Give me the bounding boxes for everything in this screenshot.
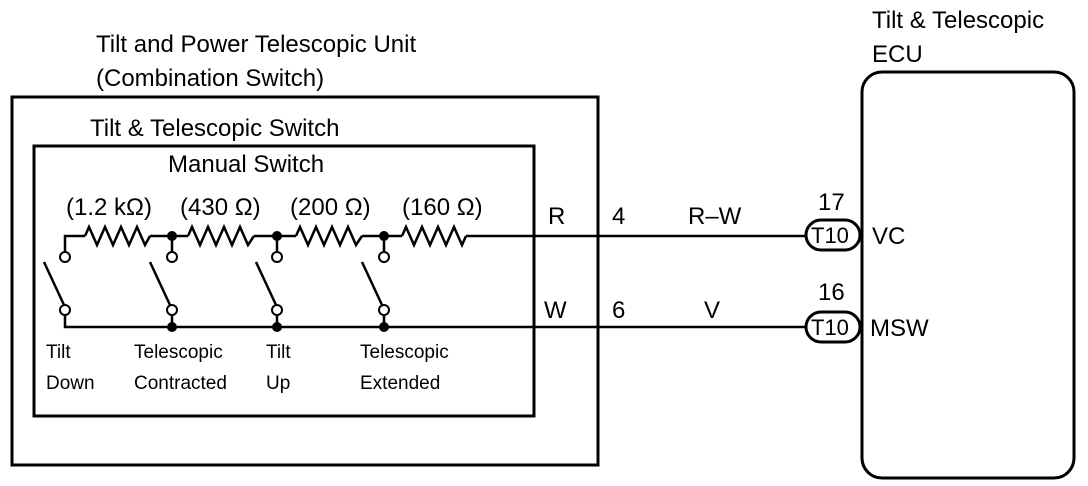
terminal-label: R (548, 203, 565, 230)
resistor-3 (294, 223, 364, 249)
ecu-pin-number: 17 (818, 189, 845, 216)
switch-label: Tilt (266, 342, 291, 363)
ecu-pin-number: 16 (818, 279, 845, 306)
manual-switch-box (32, 144, 536, 418)
connector-t10 (804, 218, 862, 252)
ecu-box (860, 70, 1076, 480)
switch-blades (42, 261, 384, 306)
upper-contacts (59, 236, 390, 263)
switch-label: Contracted (134, 373, 227, 394)
terminal-label: W (544, 297, 567, 324)
unit-subtitle: (Combination Switch) (96, 65, 324, 92)
ecu-title: Tilt & Telescopic (872, 7, 1044, 34)
connector-label: T10 (811, 315, 849, 340)
resistor-value: (160 Ω) (402, 194, 483, 221)
manual-switch-title: Manual Switch (168, 151, 324, 178)
switch-label: Telescopic (134, 342, 223, 363)
connector-t10 (804, 310, 862, 344)
w-line (63, 315, 808, 329)
resistor-4 (400, 223, 468, 249)
connector-label: T10 (811, 223, 849, 248)
switch-label: Telescopic (360, 342, 449, 363)
pin-number: 4 (612, 203, 625, 230)
ecu-signal: MSW (870, 315, 929, 342)
lower-contacts (59, 304, 808, 332)
resistor-1 (83, 223, 152, 249)
ecu-signal: VC (872, 223, 905, 250)
switch-label: Down (46, 373, 95, 394)
resistor-value: (200 Ω) (290, 194, 371, 221)
wire (63, 234, 85, 252)
switch-label: Tilt (46, 342, 71, 363)
switch-label: Up (266, 373, 290, 394)
ecu-subtitle: ECU (872, 41, 923, 68)
switch-title: Tilt & Telescopic Switch (90, 115, 339, 142)
wire-color: R–W (688, 203, 742, 230)
resistor-chain (63, 223, 808, 252)
switch-label: Extended (360, 373, 440, 394)
resistor-2 (186, 223, 256, 249)
wire-color: V (704, 297, 720, 324)
resistor-value: (1.2 kΩ) (66, 194, 152, 221)
pin-number: 6 (612, 297, 625, 324)
unit-title: Tilt and Power Telescopic Unit (96, 31, 416, 58)
combination-switch-box (10, 95, 600, 467)
resistor-value: (430 Ω) (180, 194, 261, 221)
